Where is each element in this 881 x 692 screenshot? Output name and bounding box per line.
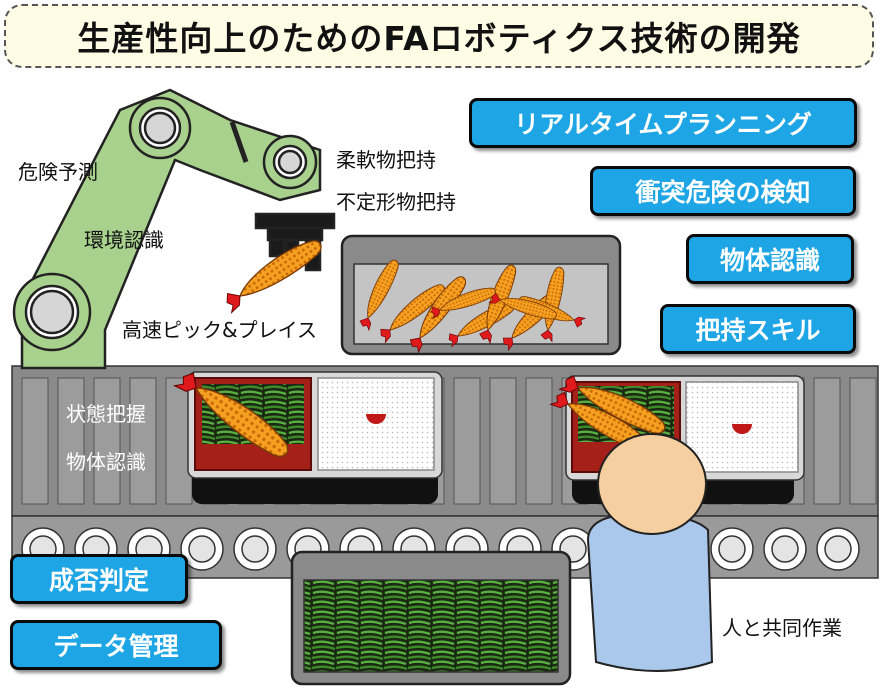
object-recognition-badge: 物体認識 [686,234,854,284]
danger-prediction-label: 危険予測 [18,160,98,184]
pass-fail-label: 成否判定 [48,566,149,595]
shrimp-bin [340,234,622,356]
realtime-planning-badge: リアルタイムプランニング [469,98,857,148]
grasping-skill-label: 把持スキル [695,316,821,345]
high-speed-pick-place-label: 高速ピック&プレイス [122,318,317,342]
soft-object-grasping-label: 柔軟物把持 [336,148,436,172]
realtime-planning-label: リアルタイムプランニング [514,110,812,139]
page-title: 生産性向上のためのFAロボティクス技術の開発 [77,19,801,58]
collision-detection-label: 衝突危険の検知 [635,178,811,207]
grasping-skill-badge: 把持スキル [660,304,856,354]
data-management-label: データ管理 [53,632,179,661]
worker-figure [586,433,714,672]
conveyor-object-recognition-label: 物体認識 [66,450,146,474]
robot-arm [12,88,336,370]
object-recognition-label: 物体認識 [719,246,820,275]
pass-fail-badge: 成否判定 [10,554,188,604]
data-management-badge: データ管理 [10,620,222,670]
title-banner: 生産性向上のためのFAロボティクス技術の開発 [4,4,874,68]
bento-box-left [172,365,443,504]
collision-detection-badge: 衝突危険の検知 [590,166,856,216]
state-grasp-label: 状態把握 [66,402,146,426]
human-collaboration-label: 人と共同作業 [722,616,842,640]
amorphous-object-grasping-label: 不定形物把持 [336,190,456,214]
environment-recognition-label: 環境認識 [84,228,164,252]
vegetable-bin [290,550,572,686]
